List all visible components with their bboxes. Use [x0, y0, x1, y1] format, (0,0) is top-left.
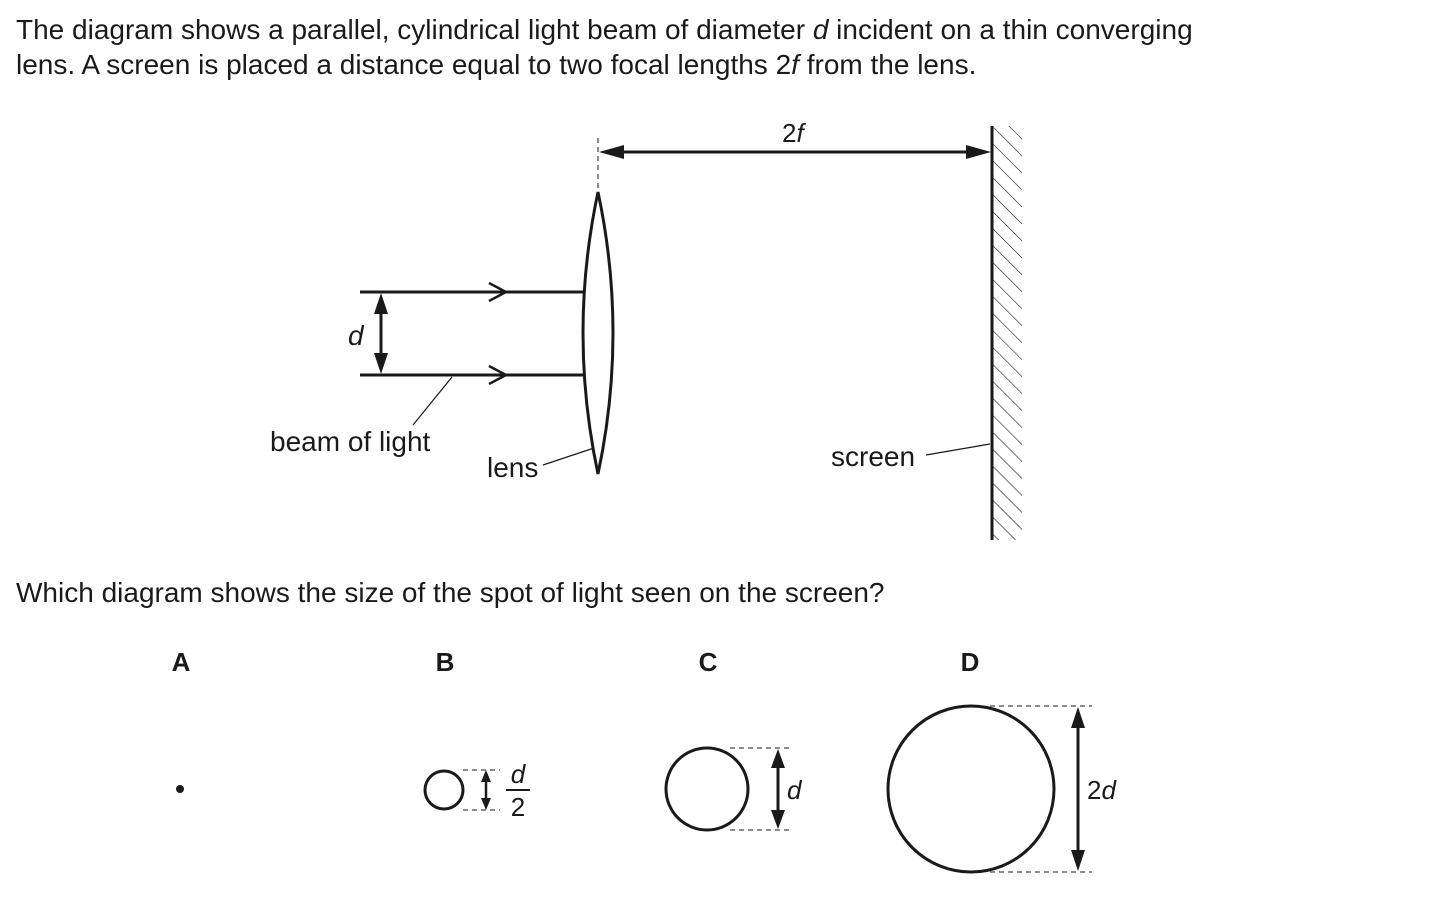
- question-text: The diagram shows a parallel, cylindrica…: [16, 14, 1193, 80]
- option-d-label: 2d: [1087, 775, 1117, 805]
- option-d-spot: [886, 704, 1056, 874]
- beam-label: beam of light: [270, 426, 431, 457]
- option-c-spot: [664, 746, 750, 832]
- option-d-dimension: [990, 705, 1092, 873]
- option-a-letter: A: [172, 647, 191, 677]
- lens-label: lens: [487, 452, 538, 483]
- beam-diameter-label: d: [348, 320, 365, 351]
- converging-lens: [581, 191, 615, 475]
- prompt-text: Which diagram shows the size of the spot…: [16, 577, 885, 608]
- screen: [990, 126, 1022, 540]
- beam-leader-line: [412, 376, 453, 426]
- option-c-label: d: [787, 775, 803, 805]
- option-b-spot: [423, 769, 465, 811]
- lens-leader-line: [542, 447, 595, 466]
- option-b-letter: B: [436, 647, 455, 677]
- option-c-dimension: [730, 747, 791, 831]
- option-b-numerator: d: [511, 759, 527, 789]
- screen-leader-line: [925, 443, 991, 456]
- focal-distance-label: 2f: [782, 118, 806, 148]
- option-c-letter: C: [699, 647, 718, 677]
- beam-diameter-arrow: [374, 293, 388, 374]
- option-a-spot: [176, 785, 184, 793]
- option-d-letter: D: [961, 647, 980, 677]
- light-beam-rays: [360, 281, 583, 386]
- option-b-dimension: [463, 769, 500, 811]
- option-b-denominator: 2: [511, 792, 525, 822]
- focal-distance-arrow: [599, 145, 991, 159]
- screen-label: screen: [831, 441, 915, 472]
